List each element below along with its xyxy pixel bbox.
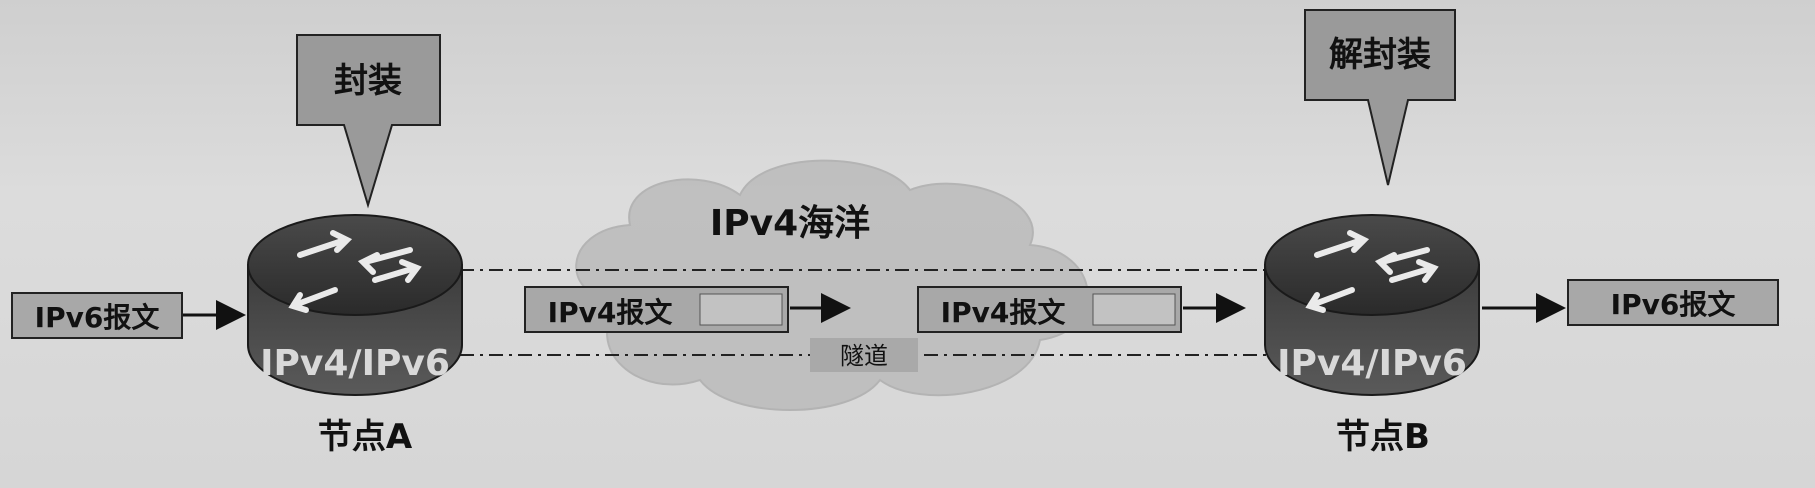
tunnel-ipv4-label-1: IPv4报文 <box>548 296 673 329</box>
tunnel-label-bg <box>810 338 918 372</box>
decapsulate-label: 解封装 <box>1329 35 1431 75</box>
router-b-icon <box>1264 214 1480 396</box>
tunnel-lines <box>460 269 1270 356</box>
tunnel-label: 隧道 <box>840 342 888 370</box>
encapsulate-callout <box>296 34 441 209</box>
cloud-label: IPv4海洋 <box>710 203 870 244</box>
tunnel-ipv4-label-2: IPv4报文 <box>941 296 1066 329</box>
router-a-icon <box>247 214 463 396</box>
output-ipv6-label: IPv6报文 <box>1611 288 1736 321</box>
input-ipv6-packet <box>11 292 183 339</box>
tunnel-packet-1-payload <box>699 293 783 326</box>
router-a-body-label: IPv4/IPv6 <box>260 343 450 384</box>
input-ipv6-label: IPv6报文 <box>35 301 160 334</box>
router-b-body-label: IPv4/IPv6 <box>1277 343 1467 384</box>
decapsulate-callout <box>1304 9 1456 186</box>
router-b-caption: 节点B <box>1336 417 1430 457</box>
ipv4-cloud <box>575 159 1089 411</box>
tunnel-packet-2-payload <box>1092 293 1176 326</box>
router-a-caption: 节点A <box>318 417 413 457</box>
encapsulate-label: 封装 <box>334 61 402 101</box>
output-ipv6-packet <box>1567 279 1779 326</box>
